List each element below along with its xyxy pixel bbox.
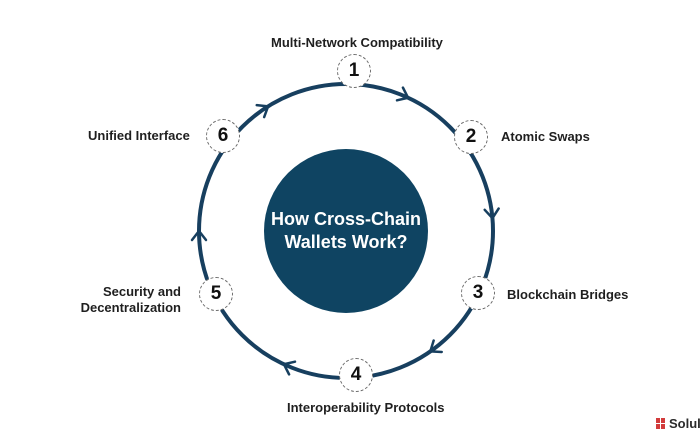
center-circle: How Cross-Chain Wallets Work? <box>264 149 428 313</box>
step-2-number: 2 <box>454 120 488 154</box>
step-1-number: 1 <box>337 54 371 88</box>
step-5-label: Security and Decentralization <box>80 284 181 315</box>
direction-arrow-icon <box>190 229 208 242</box>
step-1-label: Multi-Network Compatibility <box>271 35 443 50</box>
brand-text: Solul <box>669 416 700 431</box>
step-2-label: Atomic Swaps <box>501 129 590 144</box>
step-6-number: 6 <box>206 119 240 153</box>
direction-arrow-icon <box>282 360 297 376</box>
step-3-number: 3 <box>461 276 495 310</box>
step-3-label: Blockchain Bridges <box>507 287 629 302</box>
direction-arrow-icon <box>429 339 443 354</box>
direction-arrow-icon <box>483 207 500 220</box>
brand-watermark: Solul <box>656 416 700 431</box>
step-4-label: Interoperability Protocols <box>287 400 445 415</box>
direction-arrow-icon <box>395 86 410 102</box>
direction-arrow-icon <box>255 103 270 119</box>
brand-logo-icon <box>656 417 665 429</box>
step-4-number: 4 <box>339 358 373 392</box>
step-5-number: 5 <box>199 277 233 311</box>
center-title: How Cross-Chain Wallets Work? <box>270 209 421 252</box>
step-6-label: Unified Interface <box>88 128 190 143</box>
